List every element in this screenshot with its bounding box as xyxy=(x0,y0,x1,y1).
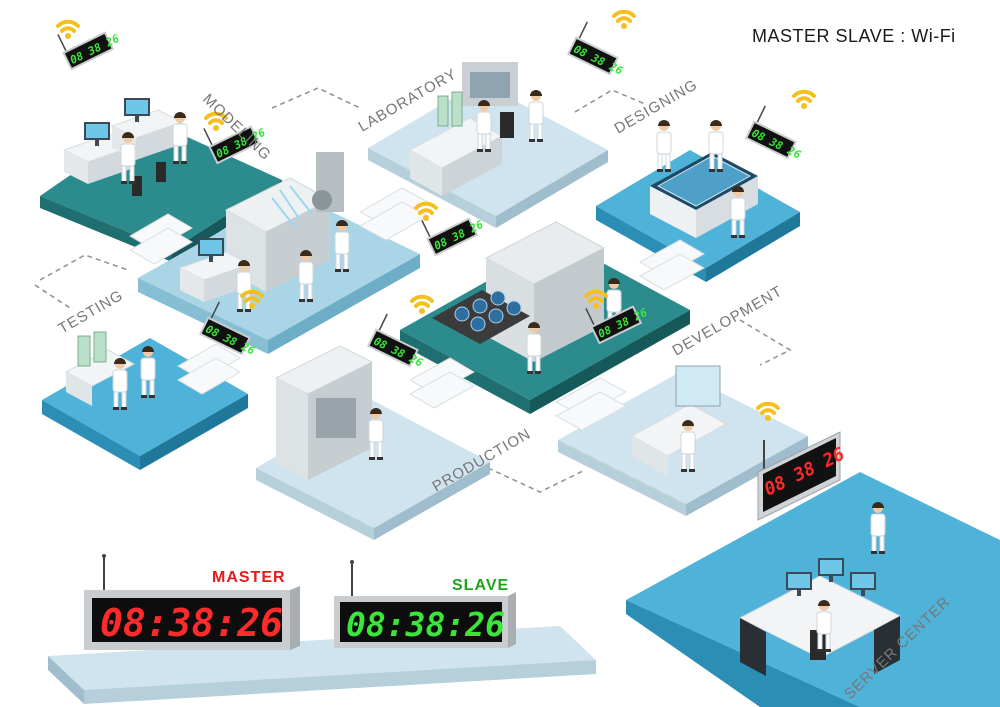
master-device: 08:38:26 MASTER xyxy=(84,554,300,650)
slave-clock-small: 08 38 26 xyxy=(744,105,803,162)
production-cabinet xyxy=(274,345,374,480)
modeling-machine xyxy=(179,152,344,303)
modeling-workstations xyxy=(63,98,183,196)
area-label-designing: DESIGNING xyxy=(612,76,701,137)
master-clock-time: 08:38:26 xyxy=(100,601,283,645)
stairs xyxy=(129,187,706,431)
slave-clock-time: 08:38:26 xyxy=(346,605,505,644)
area-label-testing: TESTING xyxy=(56,287,127,338)
slave-clock-small: 08 38 26 xyxy=(57,31,122,71)
platform-production xyxy=(256,400,490,540)
slave-device: 08:38:26 SLAVE xyxy=(334,560,516,648)
slave-label: SLAVE xyxy=(452,577,509,594)
slave-clock-small: 08 38 26 xyxy=(566,21,625,78)
network-links xyxy=(34,87,792,493)
page-title: MASTER SLAVE : Wi-Fi xyxy=(752,26,956,46)
master-label: MASTER xyxy=(212,569,286,586)
production-oven xyxy=(432,221,606,362)
development-station xyxy=(630,365,728,476)
